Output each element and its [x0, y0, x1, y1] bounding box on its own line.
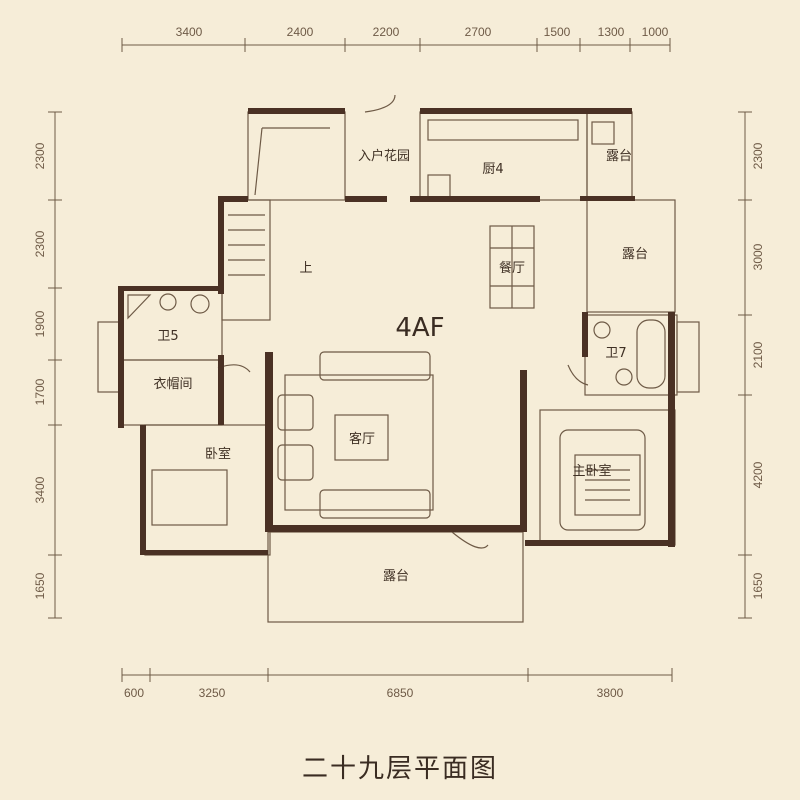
room-bath7-label: 卫7: [605, 346, 626, 361]
room-living-label: 客厅: [349, 431, 375, 447]
dim-right-2: 3000: [751, 243, 765, 270]
dimension-bottom: [121, 668, 673, 682]
dim-top-1: 3400: [176, 25, 203, 39]
room-balcony-ne-label: 露台: [606, 149, 632, 164]
dim-top-2: 2400: [287, 25, 314, 39]
dim-bottom-4: 3800: [597, 686, 624, 700]
room-balcony-s-label: 露台: [383, 569, 409, 584]
dim-left-1: 2300: [33, 142, 47, 169]
stair-up-label: 上: [299, 261, 312, 276]
dim-right-5: 1650: [751, 572, 765, 599]
dimension-top: [121, 38, 671, 52]
room-entry-garden-label: 入户花园: [358, 148, 410, 164]
dim-top-7: 1000: [642, 25, 669, 39]
dimension-left: [48, 111, 62, 619]
plan-title: 二十九层平面图: [302, 754, 498, 784]
plan-walls: [118, 108, 675, 555]
room-kitchen-label: 厨4: [482, 162, 503, 177]
dim-right-1: 2300: [751, 142, 765, 169]
room-cloakroom-label: 衣帽间: [153, 376, 192, 392]
dim-top-6: 1300: [598, 25, 625, 39]
room-balcony-e-label: 露台: [622, 247, 648, 262]
dim-left-2: 2300: [33, 230, 47, 257]
room-dining-label: 餐厅: [499, 260, 525, 276]
dim-left-5: 3400: [33, 476, 47, 503]
dim-top-4: 2700: [465, 25, 492, 39]
dim-right-4: 4200: [751, 461, 765, 488]
room-bedroom-label: 卧室: [205, 446, 231, 462]
dim-top-5: 1500: [544, 25, 571, 39]
dim-bottom-3: 6850: [387, 686, 414, 700]
dim-left-6: 1650: [33, 572, 47, 599]
dim-top-3: 2200: [373, 25, 400, 39]
dim-bottom-1: 600: [124, 686, 144, 700]
room-bath5-label: 卫5: [157, 329, 178, 344]
unit-type-label: 4AF: [395, 313, 444, 343]
dim-left-3: 1900: [33, 310, 47, 337]
room-master-label: 主卧室: [572, 463, 611, 479]
dim-left-4: 1700: [33, 378, 47, 405]
dimension-right: [738, 111, 752, 619]
dim-right-3: 2100: [751, 341, 765, 368]
dim-bottom-2: 3250: [199, 686, 226, 700]
